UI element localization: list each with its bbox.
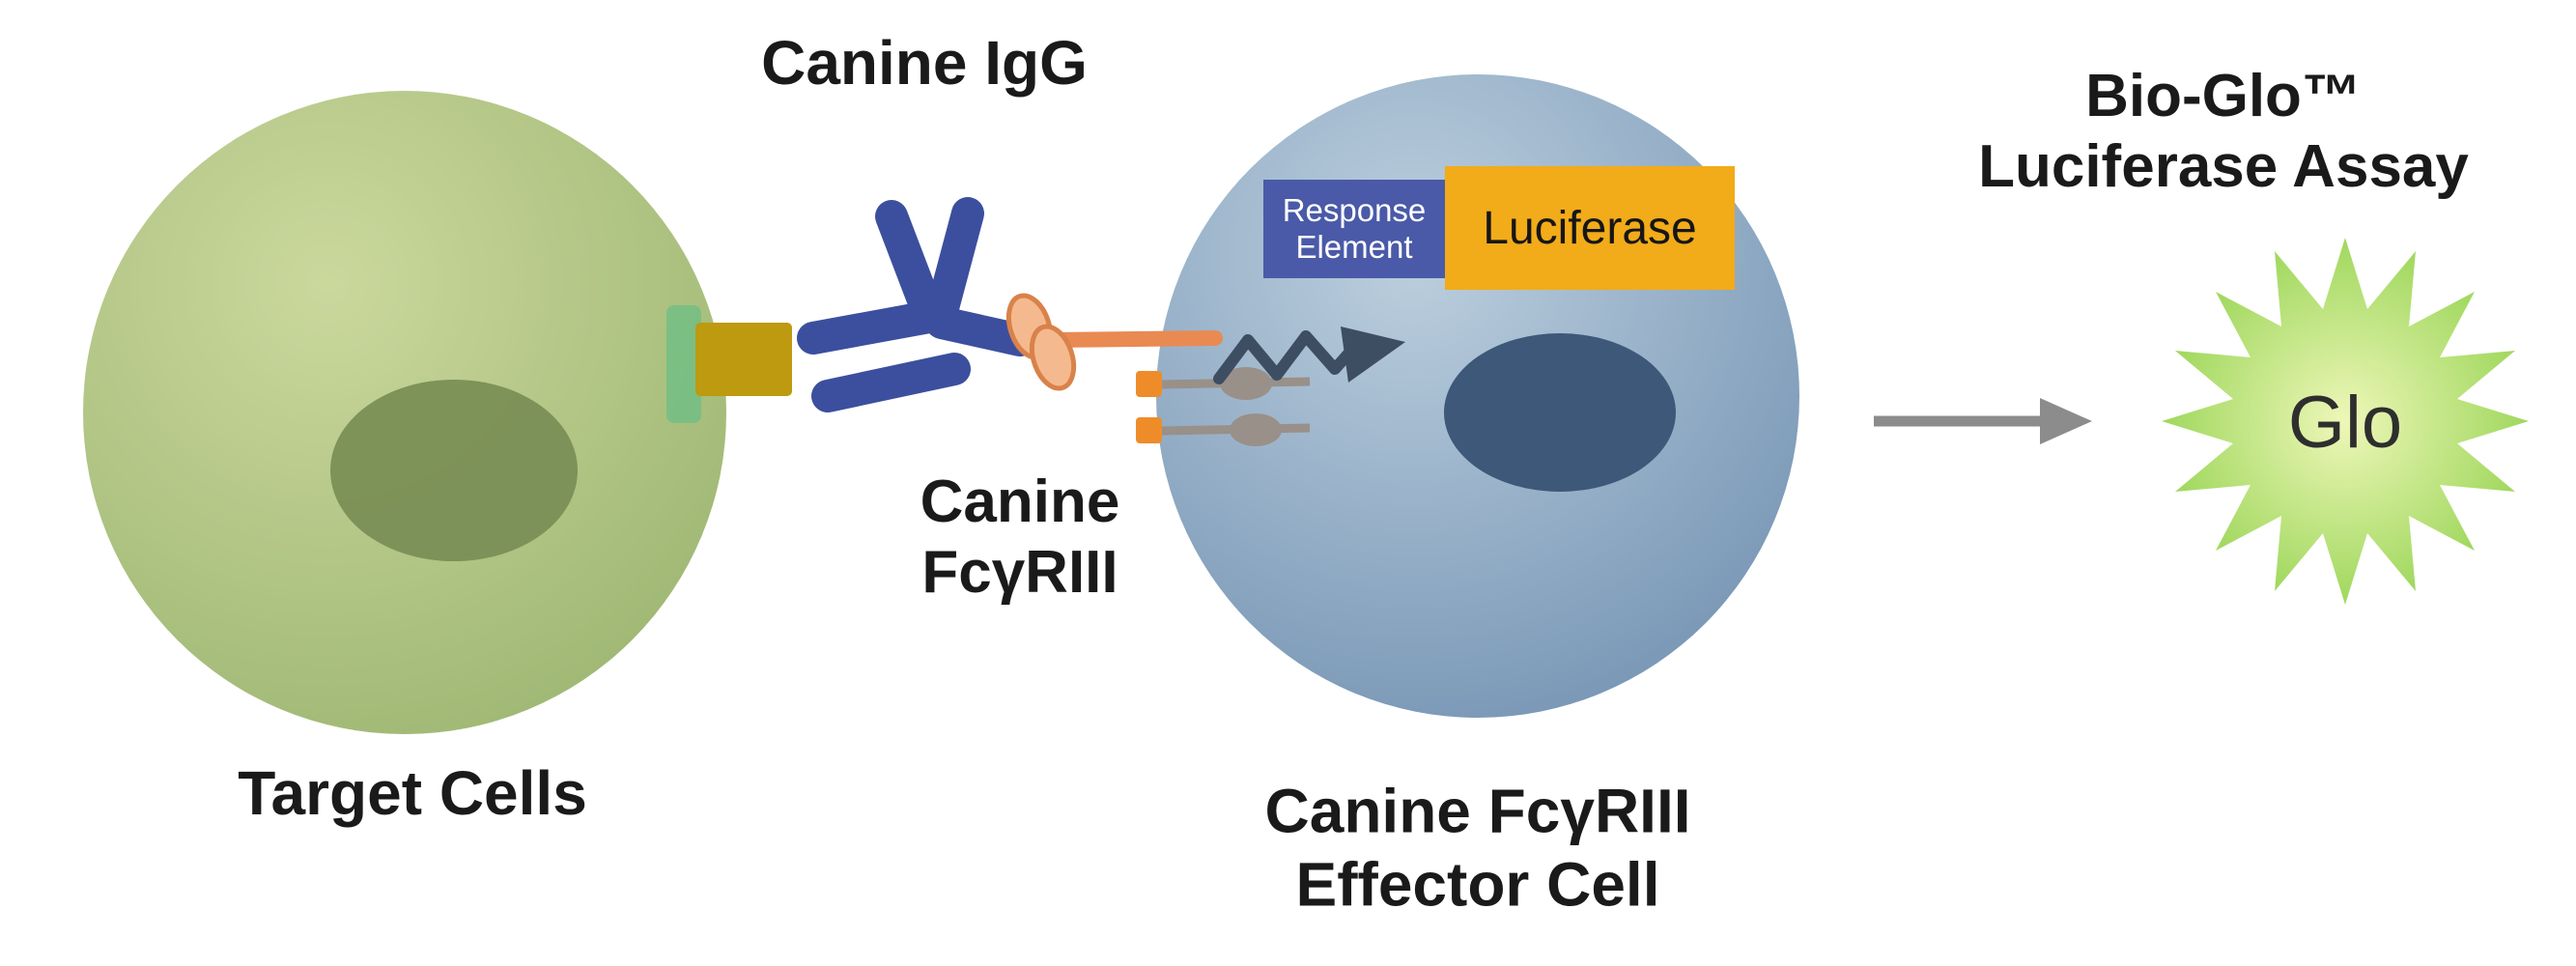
transcription-arrow-icon	[1213, 327, 1405, 384]
canine-fcgriii-label: Canine FcγRIII	[920, 467, 1120, 608]
glo-label: Glo	[2287, 382, 2403, 465]
canine-fcgriii-label-line2: FcγRIII	[921, 539, 1118, 606]
effector-cell-label: Canine FcγRIII Effector Cell	[1265, 775, 1691, 921]
zigzag-line	[1213, 330, 1356, 384]
antibody-fab-upper	[797, 298, 956, 355]
effector-cell-label-line2: Effector Cell	[1295, 849, 1660, 919]
canine-igg-label: Canine IgG	[761, 28, 1088, 99]
fcgriii-receptor-domain	[1029, 324, 1077, 391]
effector-cell-label-line1: Canine FcγRIII	[1264, 776, 1691, 846]
response-element-box: Response Element	[1263, 180, 1445, 278]
signaling-receptor-row-2	[1136, 413, 1311, 446]
antibody-fab-lower	[811, 353, 971, 412]
signaling-receptor-row-1	[1136, 367, 1311, 400]
luciferase-box: Luciferase	[1445, 166, 1735, 290]
receptor-anchor-icon	[1136, 371, 1162, 397]
result-arrow-icon	[1874, 398, 2092, 444]
luciferase-label: Luciferase	[1483, 202, 1697, 254]
receptor-anchor-icon	[1136, 417, 1162, 443]
zigzag-arrowhead	[1341, 327, 1405, 383]
receptor-stalk	[1043, 330, 1223, 348]
bio-glo-assay-label: Bio-Glo™ Luciferase Assay	[1978, 61, 2469, 202]
response-element-label-line2: Element	[1295, 229, 1413, 265]
membrane-band	[666, 305, 701, 423]
antibody-fc-stem	[925, 306, 1036, 356]
bio-glo-assay-label-line2: Luciferase Assay	[1978, 133, 2469, 200]
effector-cell-nucleus	[1444, 333, 1676, 492]
response-element-label-line1: Response	[1282, 192, 1427, 229]
result-arrow-head	[2040, 398, 2092, 444]
antibody-arm-upper-left	[875, 200, 946, 331]
bio-glo-assay-label-line1: Bio-Glo™	[2085, 62, 2362, 129]
canine-fcgriii-label-line1: Canine	[920, 468, 1120, 535]
canine-igg-antibody	[797, 197, 1036, 412]
fcgriii-receptor-icon	[1005, 293, 1077, 391]
receptor-blob	[1220, 367, 1272, 400]
target-cells-label: Target Cells	[238, 758, 587, 829]
antigen	[695, 323, 792, 396]
glo-starburst	[2162, 238, 2529, 605]
receptor-blob	[1230, 413, 1282, 446]
target-cell-nucleus	[330, 380, 578, 561]
